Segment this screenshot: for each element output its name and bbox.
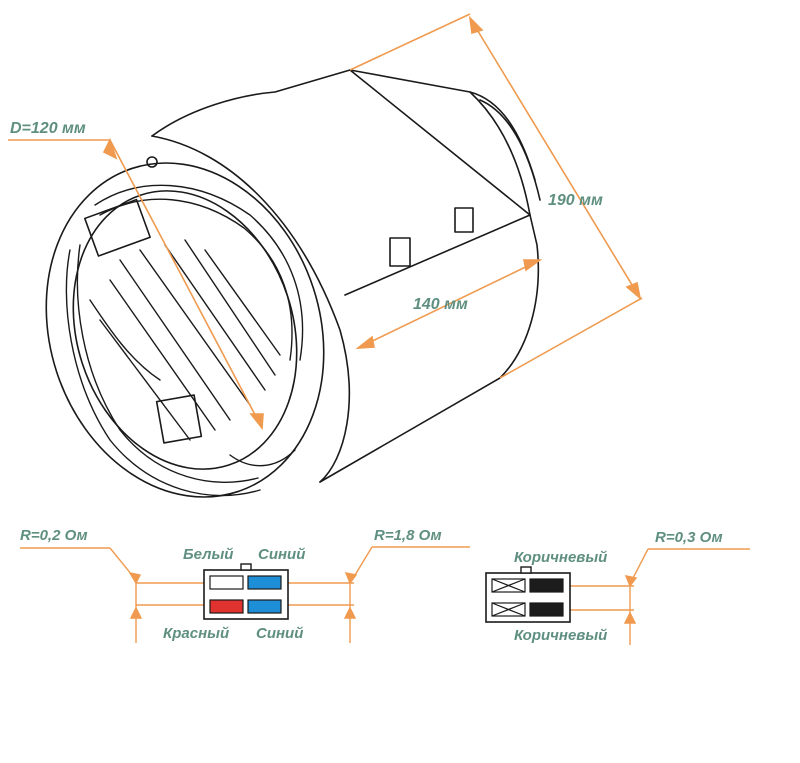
wire-label-brown-bottom: Коричневый xyxy=(514,627,608,644)
pin-red xyxy=(209,599,244,614)
resistance-brown-label: R=0,3 Ом xyxy=(655,529,723,546)
diameter-line xyxy=(109,139,263,429)
housing-tab xyxy=(454,207,474,233)
resistance-right-label: R=1,8 Ом xyxy=(374,527,442,544)
length-total-line xyxy=(469,17,641,299)
connector-right-schematic xyxy=(485,548,750,645)
wire-label-blue-top: Синий xyxy=(258,546,306,563)
pin-blue-bottom xyxy=(247,599,282,614)
connector-left-latch xyxy=(240,563,252,571)
winding-coils xyxy=(65,184,304,497)
pin-white xyxy=(209,575,244,590)
diameter-arrow-end xyxy=(249,413,264,431)
connector-right-latch xyxy=(520,566,532,574)
diameter-arrow-start xyxy=(102,137,118,160)
stator-connector-top xyxy=(83,198,151,257)
mounting-hole xyxy=(146,156,158,168)
diameter-label: D=120 мм xyxy=(10,120,86,137)
pin-brown-bottom xyxy=(529,602,564,617)
pin-brown-top xyxy=(529,578,564,593)
pin-blue-top xyxy=(247,575,282,590)
connector-left-schematic xyxy=(20,546,470,643)
length-ext-top xyxy=(349,13,471,71)
resistance-left-label: R=0,2 Ом xyxy=(20,527,88,544)
housing-tab xyxy=(389,237,411,267)
length-core-line xyxy=(357,259,541,349)
stator-connector-bottom xyxy=(155,394,203,444)
length-core-label: 140 мм xyxy=(413,296,468,313)
wire-label-red: Красный xyxy=(163,625,230,642)
stator-housing xyxy=(151,69,540,483)
front-face xyxy=(45,162,325,498)
length-ext-bottom xyxy=(499,297,643,379)
length-total-label: 190 мм xyxy=(548,192,603,209)
wire-label-white: Белый xyxy=(183,546,234,563)
housing-front-rim xyxy=(151,135,351,483)
wire-label-blue-bottom: Синий xyxy=(256,625,304,642)
wire-label-brown-top: Коричневый xyxy=(514,549,608,566)
